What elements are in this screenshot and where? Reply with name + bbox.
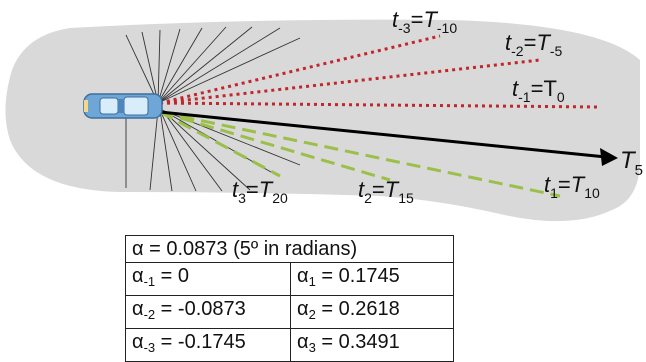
trajectory-diagram: t-3=T-10 t-2=T-5 t-1=T0 T5 t3=T20 t2=T15… (5, 7, 643, 222)
car-icon (83, 93, 163, 119)
sensor-line (125, 34, 159, 104)
alpha-minus2-cell: α-2 = -0.0873 (125, 295, 291, 329)
parameter-table: α = 0.0873 (5º in radians) α-1 = 0 α1 = … (125, 235, 454, 362)
table-row: α-2 = -0.0873 α2 = 0.2618 (125, 295, 454, 329)
red-trajectories (159, 34, 601, 109)
label-t5: T5 (620, 147, 643, 179)
alpha-3-cell: α3 = 0.3491 (290, 328, 454, 362)
green-trajectory-t2 (159, 110, 391, 182)
table-row: α-3 = -0.1745 α3 = 0.3491 (125, 328, 454, 362)
red-trajectory-t-2 (159, 58, 541, 105)
arrow-head-icon (600, 148, 618, 166)
red-trajectory-t-3 (159, 34, 441, 105)
red-trajectory-t-1 (159, 101, 601, 109)
sensor-line (159, 109, 197, 192)
label-t2: t2=T15 (358, 177, 414, 206)
sensor-line (141, 31, 159, 104)
sensor-line (149, 109, 159, 191)
alpha-minus3-cell: α-3 = -0.1745 (125, 328, 291, 362)
alpha-1-cell: α1 = 0.1745 (290, 262, 454, 296)
green-trajectory-t3 (159, 110, 281, 178)
label-t-minus1: t-1=T0 (512, 76, 565, 105)
sensor-line (157, 26, 227, 104)
sensor-line (157, 26, 253, 104)
alpha-2-cell: α2 = 0.2618 (290, 295, 454, 329)
sensor-line (157, 28, 181, 104)
label-t1: t1=T10 (544, 172, 600, 201)
table-header-row: α = 0.0873 (5º in radians) (125, 235, 454, 263)
main-direction-arrow (159, 110, 618, 166)
sensor-line (157, 29, 161, 104)
green-trajectories (159, 110, 561, 198)
sensor-line (159, 109, 173, 192)
sensor-line (157, 37, 301, 104)
sensor-line (157, 27, 281, 104)
table-header-cell: α = 0.0873 (5º in radians) (125, 235, 454, 263)
sensor-line (161, 109, 223, 192)
green-trajectory-t1 (159, 110, 561, 198)
label-t3: t3=T20 (232, 177, 288, 206)
road-region (5, 19, 641, 222)
alpha-minus1-cell: α-1 = 0 (125, 262, 291, 296)
sensor-line (157, 27, 203, 104)
table-row: α-1 = 0 α1 = 0.1745 (125, 262, 454, 296)
label-t-minus2: t-2=T-5 (505, 30, 563, 59)
label-t-minus3: t-3=T-10 (392, 7, 457, 36)
sensor-line (161, 109, 251, 191)
